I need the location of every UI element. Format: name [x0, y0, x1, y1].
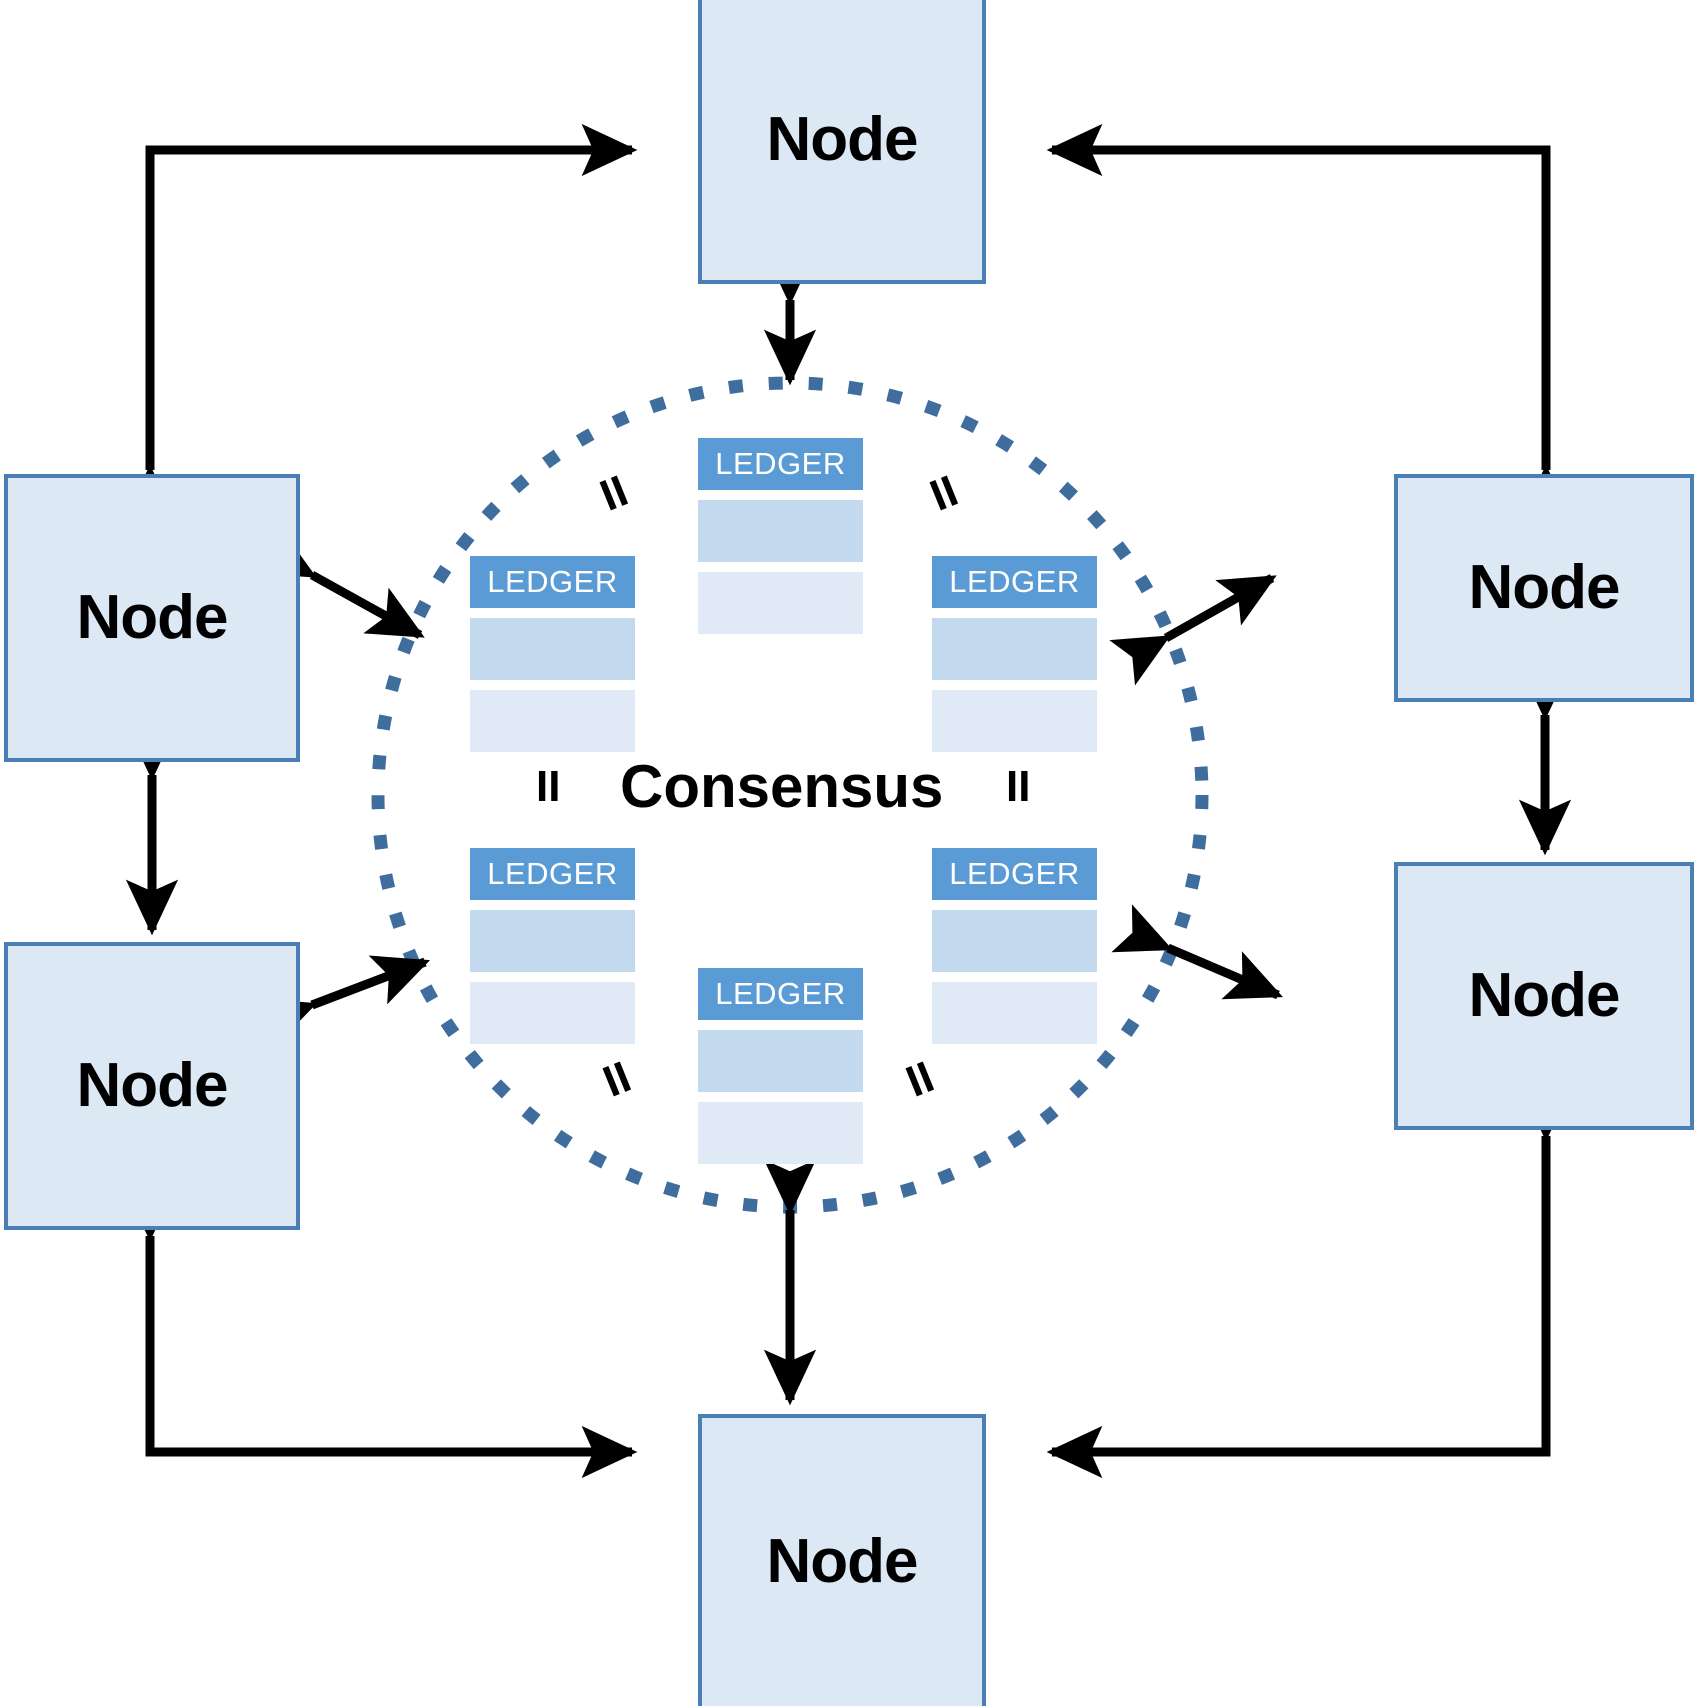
- ledger-top-header: LEDGER: [698, 438, 863, 490]
- ledger-lower-right[interactable]: LEDGER: [932, 848, 1097, 1044]
- node-bottom[interactable]: Node: [698, 1414, 986, 1706]
- ledger-upper-right[interactable]: LEDGER: [932, 556, 1097, 752]
- ledger-upper-left-row-2: [470, 690, 635, 752]
- node-left-upper[interactable]: Node: [4, 474, 300, 762]
- ledger-top-row-1: [698, 500, 863, 562]
- equality-mark-mid-right: II: [1006, 762, 1031, 811]
- arrow-right-to-top: [1046, 123, 1551, 460]
- node-left-lower[interactable]: Node: [4, 942, 300, 1230]
- ledger-lower-left-header: LEDGER: [470, 848, 635, 900]
- ledger-lower-left[interactable]: LEDGER: [470, 848, 635, 1044]
- node-left-upper-label: Node: [76, 583, 229, 652]
- ledger-lower-right-row-2: [932, 982, 1097, 1044]
- arrow-right-lower-consensus: [1111, 904, 1283, 1000]
- node-right-upper[interactable]: Node: [1394, 474, 1694, 702]
- ledger-top-row-2: [698, 572, 863, 634]
- ledger-upper-right-row-1: [932, 618, 1097, 680]
- ledger-top[interactable]: LEDGER: [698, 438, 863, 634]
- node-right-lower[interactable]: Node: [1394, 862, 1694, 1130]
- arrow-left-to-bottom: [145, 1245, 638, 1479]
- ledger-bottom-header: LEDGER: [698, 968, 863, 1020]
- ledger-lower-right-header: LEDGER: [932, 848, 1097, 900]
- ledger-upper-right-row-2: [932, 690, 1097, 752]
- node-right-upper-label: Node: [1468, 553, 1621, 622]
- ledger-lower-left-row-2: [470, 982, 635, 1044]
- arrow-right-upper-consensus: [1109, 574, 1277, 686]
- ledger-bottom-row-1: [698, 1030, 863, 1092]
- consensus-label: Consensus: [620, 753, 944, 820]
- node-bottom-label: Node: [766, 1527, 919, 1596]
- ledger-lower-right-row-1: [932, 910, 1097, 972]
- arrow-left-upper-consensus: [255, 527, 425, 639]
- ledger-upper-right-header: LEDGER: [932, 556, 1097, 608]
- ledger-upper-left-header: LEDGER: [470, 556, 635, 608]
- node-right-lower-label: Node: [1468, 961, 1621, 1030]
- node-top-label: Node: [766, 105, 919, 174]
- node-top[interactable]: Node: [698, 0, 986, 284]
- ledger-bottom[interactable]: LEDGER: [698, 968, 863, 1164]
- arrow-left-to-top: [145, 123, 638, 460]
- arrow-right-to-bottom: [1046, 1145, 1551, 1479]
- equality-mark-mid-left: II: [536, 762, 561, 811]
- arrow-left-lower-consensus: [255, 955, 431, 1048]
- ledger-upper-left[interactable]: LEDGER: [470, 556, 635, 752]
- ledger-bottom-row-2: [698, 1102, 863, 1164]
- ledger-lower-left-row-1: [470, 910, 635, 972]
- node-left-lower-label: Node: [76, 1051, 229, 1120]
- ledger-upper-left-row-1: [470, 618, 635, 680]
